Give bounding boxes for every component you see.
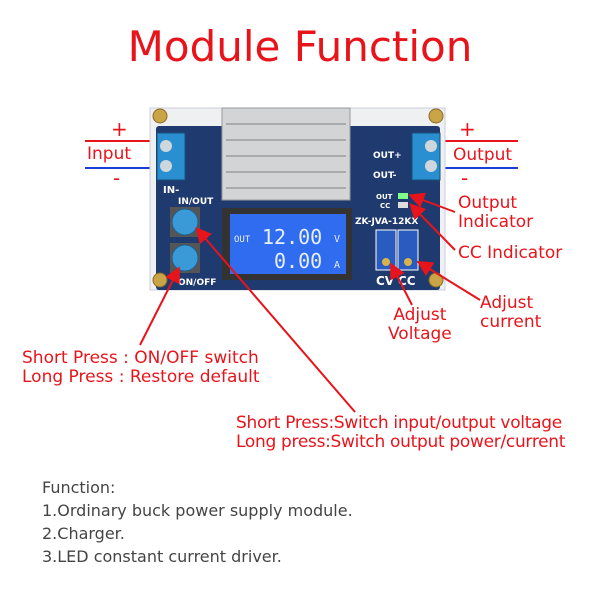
in-out-button[interactable]: [171, 208, 199, 236]
adjust-current-arrow: [416, 260, 481, 301]
on-off-callout-line: Short Press : ON/OFF switch: [22, 348, 259, 368]
on-off-callout-line: Long Press : Restore default: [22, 367, 260, 387]
lcd-v-unit: V: [334, 234, 340, 245]
in-out-callout-line: Short Press:Switch input/output voltage: [236, 413, 562, 433]
on-off-label: ON/OFF: [178, 278, 216, 288]
lcd-a-unit: A: [334, 260, 340, 271]
on-off-callout: Short Press : ON/OFF switch Long Press :…: [22, 349, 260, 387]
adjust-current-line: current: [480, 312, 542, 332]
output-indicator-arrow: [408, 192, 456, 213]
function-item: 3.LED constant current driver.: [42, 547, 282, 566]
cc-indicator-label: CC Indicator: [458, 243, 563, 263]
function-heading: Function:: [42, 478, 116, 497]
in-minus-label: IN-: [163, 185, 179, 196]
adjust-voltage-label: Adjust Voltage: [388, 306, 452, 344]
output-terminal: [411, 132, 441, 181]
heatsink: [221, 107, 351, 201]
output-minus: -: [461, 166, 469, 190]
output-label: Output: [453, 145, 513, 165]
model-label: ZK-JVA-12KX: [355, 217, 418, 227]
led-out-label: OUT: [376, 193, 393, 201]
output-led: [398, 193, 408, 199]
in-out-arrow: [195, 226, 356, 413]
in-out-callout: Short Press:Switch input/output voltage …: [236, 414, 565, 452]
in-out-callout-line: Long press:Switch output power/current: [236, 432, 566, 452]
adjust-current-line: Adjust: [480, 293, 534, 313]
led-cc-label: CC: [380, 202, 390, 210]
cc-potentiometer[interactable]: [397, 229, 419, 271]
output-indicator-label: Output Indicator: [458, 194, 533, 232]
output-plus: +: [459, 117, 476, 141]
input-minus: -: [113, 166, 121, 190]
output-indicator-line: Indicator: [458, 212, 534, 232]
cc-led: [398, 202, 408, 208]
input-plus: +: [111, 117, 128, 141]
page-title: Module Function: [127, 22, 473, 71]
function-list: Function: 1.Ordinary buck power supply m…: [42, 476, 353, 568]
out-minus-label: OUT-: [373, 171, 397, 181]
cv-label: CV: [376, 274, 395, 288]
on-off-button[interactable]: [171, 244, 199, 272]
lcd-current: 0.00: [274, 249, 322, 273]
adjust-current-label: Adjust current: [480, 294, 541, 332]
function-item: 1.Ordinary buck power supply module.: [42, 501, 353, 520]
out-plus-label: OUT+: [373, 151, 402, 161]
output-indicator-line: Output: [458, 193, 518, 213]
lcd-voltage: 12.00: [262, 225, 322, 249]
adjust-voltage-arrow: [390, 262, 413, 306]
lcd-out-label: OUT: [234, 235, 251, 245]
cc-indicator-arrow: [409, 203, 456, 251]
in-out-label: IN/OUT: [178, 197, 214, 207]
function-item: 2.Charger.: [42, 524, 125, 543]
lcd-screen: [230, 214, 346, 274]
input-terminal: [156, 132, 186, 181]
on-off-arrow: [139, 266, 180, 346]
cv-potentiometer[interactable]: [375, 229, 397, 271]
adjust-voltage-line: Voltage: [388, 324, 452, 344]
adjust-voltage-line: Adjust: [393, 305, 447, 325]
input-label: Input: [87, 144, 132, 164]
